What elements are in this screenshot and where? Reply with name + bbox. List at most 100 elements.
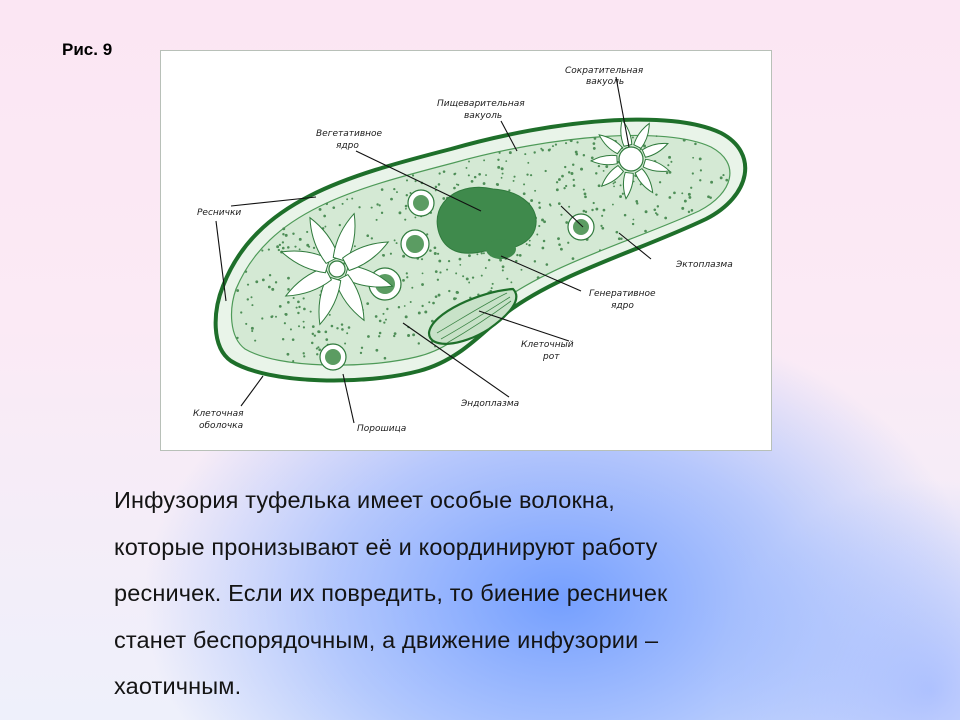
label-contractile-vacuole-2: вакуоль [586, 77, 624, 87]
label-generative-nucleus-2: ядро [611, 301, 634, 311]
cytoplasm-granule [687, 192, 691, 196]
cytoplasm-granule [632, 218, 635, 221]
vacuole-canal [598, 134, 623, 155]
cytoplasm-granule [353, 245, 356, 248]
cytoplasm-granule [555, 181, 559, 184]
cytoplasm-granule [636, 202, 639, 205]
cytoplasm-granule [575, 152, 579, 156]
cytoplasm-granule [500, 167, 504, 171]
cytoplasm-granule [520, 268, 523, 271]
cell-mouth-lines [436, 292, 512, 344]
cytoplasm-granule [590, 156, 594, 160]
cytoplasm-granule [251, 304, 254, 307]
cytoplasm-granule [313, 334, 317, 337]
cytoplasm-granule [375, 218, 378, 221]
cytoplasm-granule [428, 301, 431, 304]
cytoplasm-granule [601, 214, 604, 217]
cytoplasm-granule [484, 267, 487, 269]
cytoplasm-granule [448, 289, 451, 293]
cytoplasm-granule [306, 230, 309, 234]
cytoplasm-granule [298, 237, 302, 241]
cytoplasm-granule [439, 271, 442, 274]
cytoplasm-granule [303, 355, 306, 358]
cytoplasm-granule [344, 342, 347, 345]
cytoplasm-granule [351, 197, 354, 200]
cytoplasm-granule [644, 210, 648, 214]
cytoplasm-granule [681, 192, 684, 195]
cytoplasm-granule [244, 270, 248, 273]
cytoplasm-granule [325, 338, 329, 342]
cytoplasm-granule [437, 293, 441, 297]
cytoplasm-granule [254, 339, 257, 342]
cytoplasm-granule [436, 278, 440, 281]
cytoplasm-granule [529, 174, 533, 177]
cytoplasm-granule [541, 218, 544, 222]
cytoplasm-granule [468, 254, 471, 258]
cytoplasm-granule [405, 207, 407, 210]
cytoplasm-granule [710, 180, 714, 184]
cytoplasm-granule [297, 311, 300, 315]
cytoplasm-granule [541, 246, 545, 250]
cytoplasm-granule [281, 241, 285, 244]
cytoplasm-granule [593, 137, 597, 140]
cytoplasm-granule [471, 276, 475, 279]
cytoplasm-granule [324, 330, 328, 334]
cytoplasm-granule [292, 360, 295, 363]
cytoplasm-granule [433, 252, 437, 256]
cytoplasm-granule [341, 202, 344, 205]
cytoplasm-granule [673, 191, 676, 195]
cytoplasm-granule [698, 157, 702, 161]
vacuole-canal [332, 212, 356, 263]
cytoplasm-granule [446, 268, 449, 271]
cytoplasm-granule [564, 165, 567, 169]
cytoplasm-granule [245, 322, 248, 325]
label-endoplasm: Эндоплазма [460, 399, 519, 409]
cytoplasm-granule [434, 270, 438, 273]
cytoplasm-granule [670, 160, 673, 163]
cytoplasm-granule [690, 186, 693, 189]
cytoplasm-granule [341, 328, 344, 331]
cytoplasm-granule [386, 307, 389, 311]
cytoplasm-granule [315, 347, 318, 350]
caption-text: Инфузория туфелька имеет особые волокна,… [114, 477, 914, 710]
cytoplasm-granule [284, 313, 287, 316]
cytoplasm-granule [267, 248, 270, 251]
cytoplasm-granule [346, 198, 349, 201]
cytoplasm-granule [395, 242, 398, 245]
cytoplasm-granule [600, 224, 603, 227]
cytoplasm-granule [592, 142, 596, 145]
cytoplasm-granule [292, 296, 295, 300]
cytoplasm-granule [595, 207, 599, 211]
cytoplasm-granule [250, 296, 253, 299]
cytoplasm-granule [549, 204, 552, 207]
cytoplasm-granule [602, 169, 605, 172]
vacuole-canal [642, 158, 671, 172]
cytoplasm-granule [501, 265, 505, 269]
cytoplasm-granule [271, 287, 275, 291]
cytoplasm-granule [476, 253, 479, 256]
label-vegetative-nucleus-2: ядро [336, 141, 359, 151]
cytoplasm-granule [421, 304, 424, 308]
cytoplasm-granule [426, 233, 429, 236]
cytoplasm-granule [246, 298, 250, 301]
cytoplasm-granule [236, 289, 240, 292]
cytoplasm-granule [682, 138, 686, 142]
cytoplasm-granule [527, 161, 530, 164]
cytoplasm-granule [437, 183, 441, 186]
cytoplasm-granule [513, 175, 516, 178]
cytoplasm-granule [359, 351, 363, 355]
cytoplasm-granule [429, 249, 432, 252]
cytoplasm-granule [613, 185, 615, 188]
cytoplasm-granule [557, 202, 561, 205]
cytoplasm-granule [338, 223, 341, 227]
cytoplasm-granule [554, 143, 558, 146]
cytoplasm-granule [584, 195, 587, 199]
cytoplasm-granule [366, 302, 370, 306]
cytoplasm-granule [583, 192, 587, 196]
cytoplasm-granule [453, 172, 456, 176]
vacuole-core [328, 260, 346, 278]
cytoplasm-granule [378, 331, 382, 335]
cytoplasm-granule [547, 148, 551, 152]
cytoplasm-granule [278, 305, 282, 308]
cytoplasm-granule [370, 237, 374, 240]
